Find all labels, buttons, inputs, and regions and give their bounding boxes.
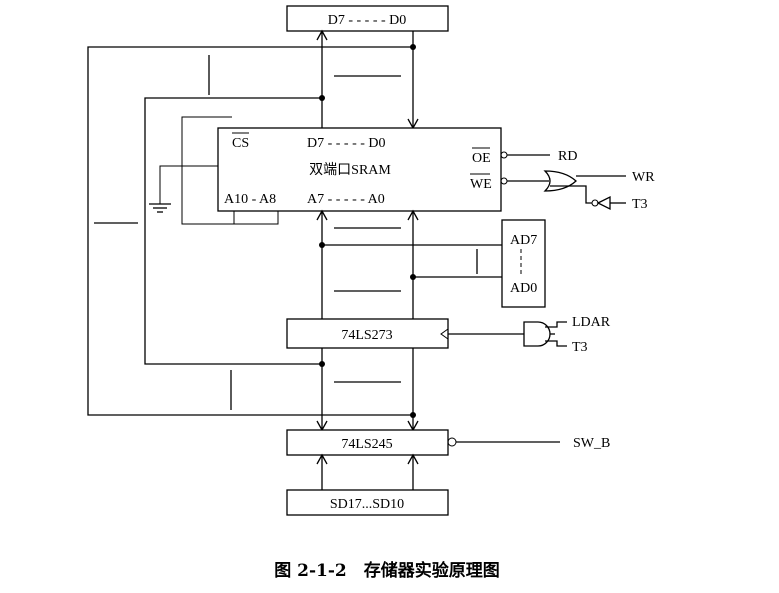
sram-name-label: 双端口SRAM (309, 162, 391, 178)
sram-addr-high-label: A10 - A8 (224, 192, 276, 207)
top-data-bus-box (286, 5, 449, 32)
sram-oe-label: OE (472, 151, 491, 166)
sw-b-inversion-bubble (447, 437, 457, 447)
sram-data-label: D7 - - - - - D0 (307, 136, 386, 151)
figure-caption: 图 2-1-2 存储器实验原理图 (274, 560, 500, 581)
t3-top-label: T3 (632, 197, 648, 212)
middle-bus (316, 209, 502, 319)
upper-bus (316, 29, 419, 130)
ground-symbol-icon (149, 203, 171, 213)
ldar-input-wire (545, 321, 567, 328)
top-data-bus-label: D7 - - - - - D0 (328, 13, 407, 28)
or-gate-icon (543, 170, 577, 192)
address-feedback-outer-wire (87, 44, 416, 418)
t3-bottom-input-wire (545, 340, 567, 347)
wr-label: WR (632, 170, 655, 185)
t3-bottom-label: T3 (572, 340, 588, 355)
input-bus (316, 453, 419, 490)
latch-74ls273-label: 74LS273 (341, 328, 392, 343)
sw-b-label: SW_B (573, 436, 610, 451)
address-switch-box (501, 219, 546, 308)
latch-74ls273-box (286, 318, 449, 349)
inverter-icon (591, 195, 611, 211)
input-switch-box (286, 489, 449, 516)
chip-select-ground-wiring (159, 116, 279, 225)
input-switch-label: SD17...SD10 (330, 497, 404, 512)
rd-signal-line (500, 151, 550, 159)
ldar-label: LDAR (572, 315, 611, 330)
sram-we-label: WE (470, 177, 492, 192)
buffer-74ls245-label: 74LS245 (341, 437, 392, 452)
or-gate-second-input (550, 185, 592, 204)
ad0-label: AD0 (510, 281, 537, 296)
lower-bus (316, 348, 419, 432)
we-signal-line (500, 177, 549, 185)
sram-addr-low-label: A7 - - - - - A0 (307, 192, 385, 207)
sram-cs-label: CS (232, 136, 249, 151)
rd-label: RD (558, 149, 577, 164)
ad7-label: AD7 (510, 233, 537, 248)
clock-input-icon (440, 328, 449, 340)
and-gate-icon (523, 321, 551, 347)
dual-port-sram-box (217, 127, 502, 212)
